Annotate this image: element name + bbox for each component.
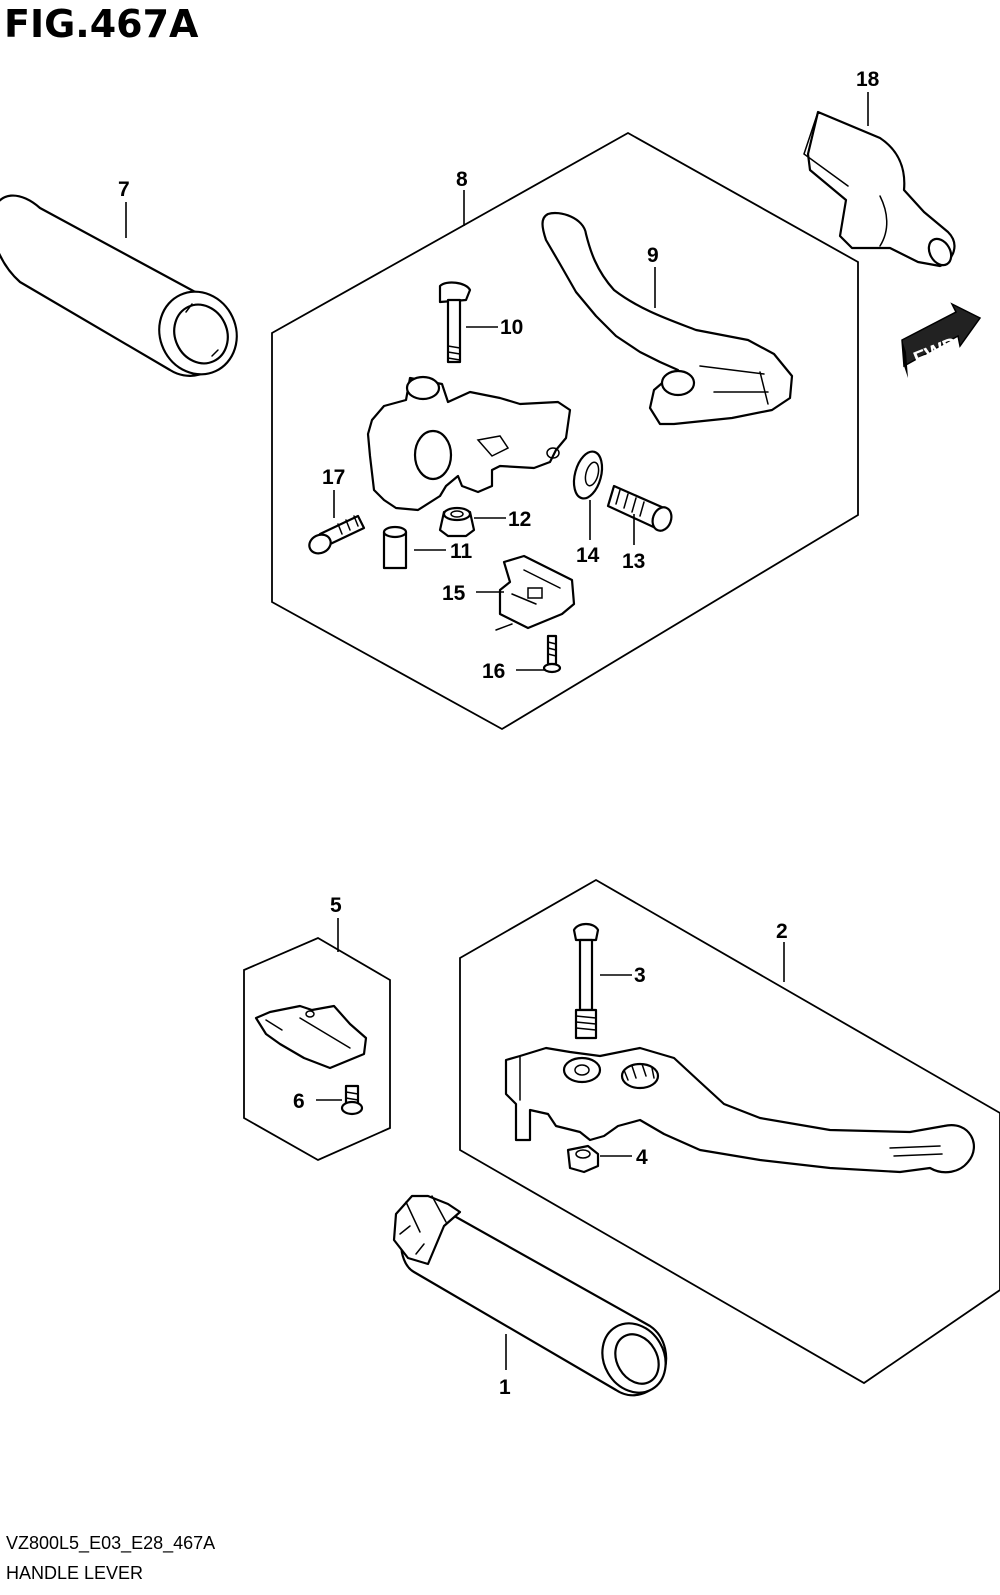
nut-icon — [438, 506, 476, 538]
callout-7: 7 — [118, 178, 130, 201]
figure-title: FIG.467A — [4, 2, 199, 46]
callout-3: 3 — [634, 964, 646, 987]
callout-5: 5 — [330, 894, 342, 917]
callouts: 7 8 9 10 18 17 12 11 15 16 14 13 5 2 3 4… — [118, 68, 880, 1399]
figure-code: VZ800L5_E03_E28_467A — [6, 1533, 216, 1553]
screw-lower-icon — [340, 1084, 364, 1116]
callout-14: 14 — [576, 544, 600, 567]
brake-switch-icon — [254, 1004, 368, 1070]
pivot-bolt-icon — [572, 922, 600, 1040]
callout-8: 8 — [456, 168, 468, 191]
callout-12: 12 — [508, 508, 531, 531]
callout-6: 6 — [293, 1090, 305, 1113]
fwd-arrow-icon: FWD — [901, 302, 982, 378]
callout-16: 16 — [482, 660, 505, 683]
callout-13: 13 — [622, 550, 645, 573]
callout-4: 4 — [636, 1146, 648, 1169]
brake-lever-icon — [504, 1046, 975, 1174]
kit-frame-switch — [243, 936, 391, 1162]
lever-holder-icon — [366, 375, 572, 512]
adjuster-ring-icon — [572, 450, 604, 500]
callout-15: 15 — [442, 582, 466, 605]
figure-name: HANDLE LEVER — [6, 1563, 144, 1583]
collar-icon — [382, 525, 408, 570]
adjuster-icon — [606, 484, 673, 532]
bolt-icon — [438, 281, 472, 364]
throttle-grip-icon — [392, 1194, 668, 1397]
callout-9: 9 — [647, 244, 659, 267]
callout-18: 18 — [856, 68, 880, 91]
callout-11: 11 — [450, 540, 473, 563]
callout-17: 17 — [322, 466, 345, 489]
nut-lower-icon — [566, 1144, 600, 1174]
switch-icon — [495, 554, 576, 631]
kit-frame-upper — [271, 131, 859, 731]
kit-frame-lower — [459, 878, 1000, 1385]
lever-icon — [541, 211, 794, 426]
callout-10: 10 — [500, 316, 523, 339]
callout-1: 1 — [499, 1376, 511, 1399]
grip-icon — [0, 194, 238, 377]
leader-lines — [125, 92, 869, 1370]
bolt-small-icon — [308, 514, 366, 555]
screw-icon — [542, 634, 562, 674]
callout-2: 2 — [776, 920, 788, 943]
cable-guide-icon — [803, 110, 956, 268]
